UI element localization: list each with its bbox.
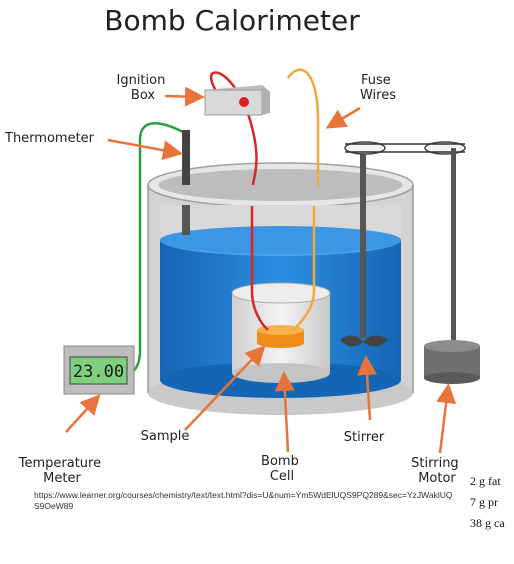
- side-note-protein: 7 g pr: [470, 495, 498, 509]
- label-stirrer: Stirrer: [344, 430, 385, 445]
- sample-pellet: [257, 325, 304, 348]
- side-note-fat: 2 g fat: [470, 474, 501, 488]
- side-note-carbohydrate: 38 g ca: [470, 516, 505, 530]
- ignition-box: [204, 85, 270, 116]
- label-stirring-motor: Stirring Motor: [411, 456, 463, 486]
- source-url: https://www.learner.org/courses/chemistr…: [34, 490, 453, 511]
- thermometer: [131, 122, 190, 374]
- label-ignition-box: Ignition Box: [117, 73, 170, 103]
- label-bomb-cell: Bomb Cell: [261, 454, 303, 484]
- temperature-readout: 23.00: [73, 362, 124, 382]
- diagram-labels: Ignition Box Fuse Wires Thermometer Temp…: [4, 73, 463, 486]
- label-temperature-meter: Temperature Meter: [18, 456, 106, 486]
- temperature-meter: 23.00: [63, 345, 135, 395]
- ignition-indicator-light: [239, 97, 249, 107]
- label-sample: Sample: [141, 429, 190, 444]
- label-fuse-wires: Fuse Wires: [360, 73, 396, 103]
- stirrer-assembly: [340, 141, 466, 347]
- label-thermometer: Thermometer: [4, 131, 95, 146]
- fuse-wires: [210, 68, 320, 331]
- diagram-title: Bomb Calorimeter: [104, 4, 360, 37]
- stirring-motor: [424, 340, 480, 384]
- label-arrows: [65, 86, 457, 454]
